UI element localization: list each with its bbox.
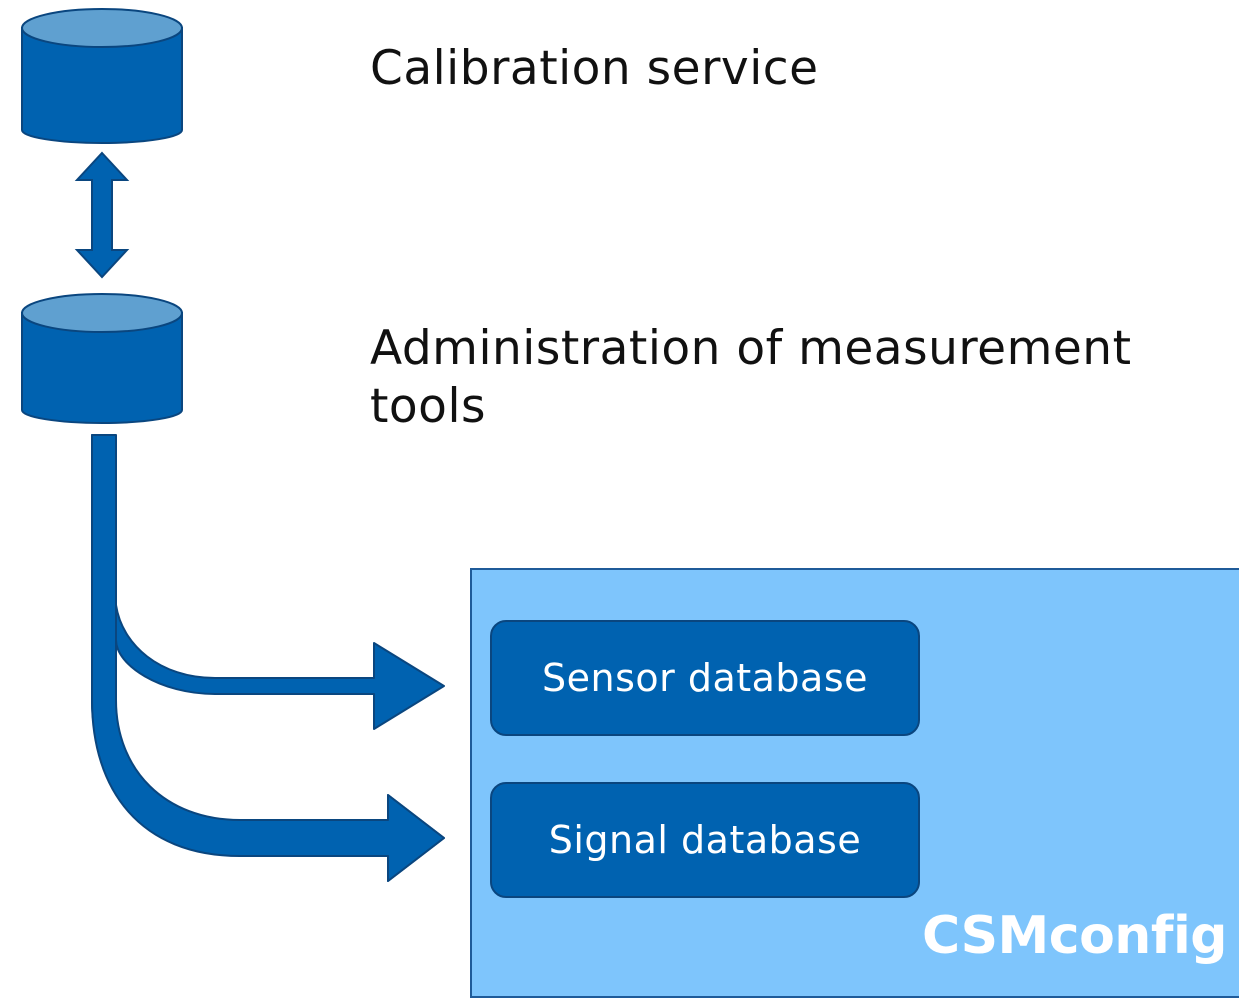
sensor-database-label: Sensor database: [541, 656, 868, 700]
calibration-service-label: Calibration service: [370, 41, 819, 96]
arrow-to-signal-database-shaft: [91, 434, 445, 882]
csmconfig-title: CSMconfig: [921, 906, 1228, 966]
bidirectional-arrow-icon: [74, 151, 130, 279]
arrow-to-sensor-database: [115, 604, 445, 730]
calibration-database-icon: [21, 8, 183, 144]
signal-database-box[interactable]: Signal database: [490, 782, 920, 898]
administration-label: Administration of measurement tools: [370, 321, 1132, 434]
administration-database-icon: [21, 293, 183, 424]
flow-arrows: [91, 434, 445, 882]
signal-database-label: Signal database: [548, 818, 862, 862]
sensor-database-box[interactable]: Sensor database: [490, 620, 920, 736]
